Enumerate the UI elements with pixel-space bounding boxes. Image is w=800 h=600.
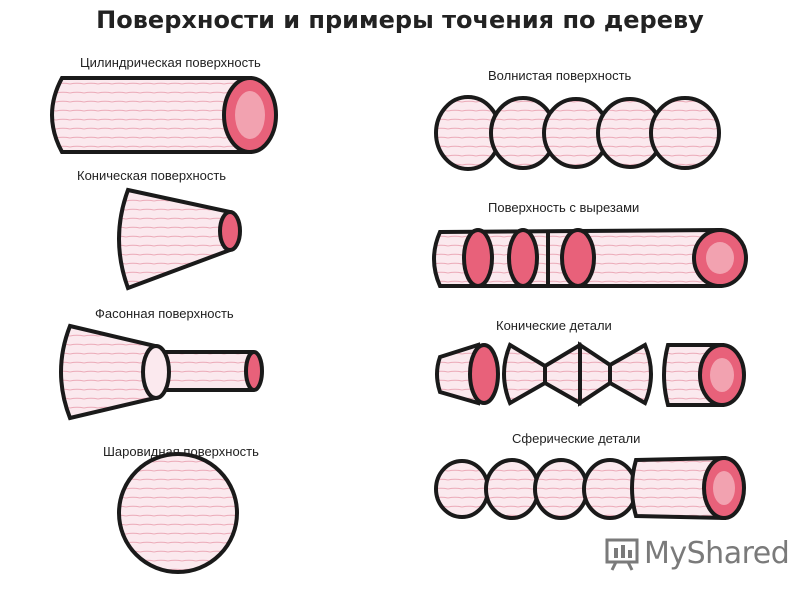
spherical-parts-workpiece [434,455,746,521]
myshared-watermark: MyShared [604,536,790,571]
watermark-text: MyShared [644,536,790,571]
shaped-workpiece [59,323,264,421]
conical-workpiece [117,187,242,291]
label-spherical-parts: Сферические детали [512,431,641,446]
label-wavy: Волнистая поверхность [488,68,632,83]
conical-parts-workpiece [435,341,746,407]
label-shaped: Фасонная поверхность [95,306,234,321]
presentation-board-icon [605,538,639,571]
page-title: Поверхности и примеры точения по дереву [96,6,704,34]
wavy-workpiece [434,95,721,171]
label-cylindrical: Цилиндрическая поверхность [80,55,261,70]
label-conical: Коническая поверхность [77,168,227,183]
label-conical-parts: Конические детали [496,318,612,333]
label-spherical: Шаровидная поверхность [103,444,259,459]
cutouts-workpiece [432,227,748,288]
cylindrical-workpiece [50,76,278,154]
label-cutouts: Поверхность с вырезами [488,200,640,215]
spherical-workpiece [117,452,239,574]
